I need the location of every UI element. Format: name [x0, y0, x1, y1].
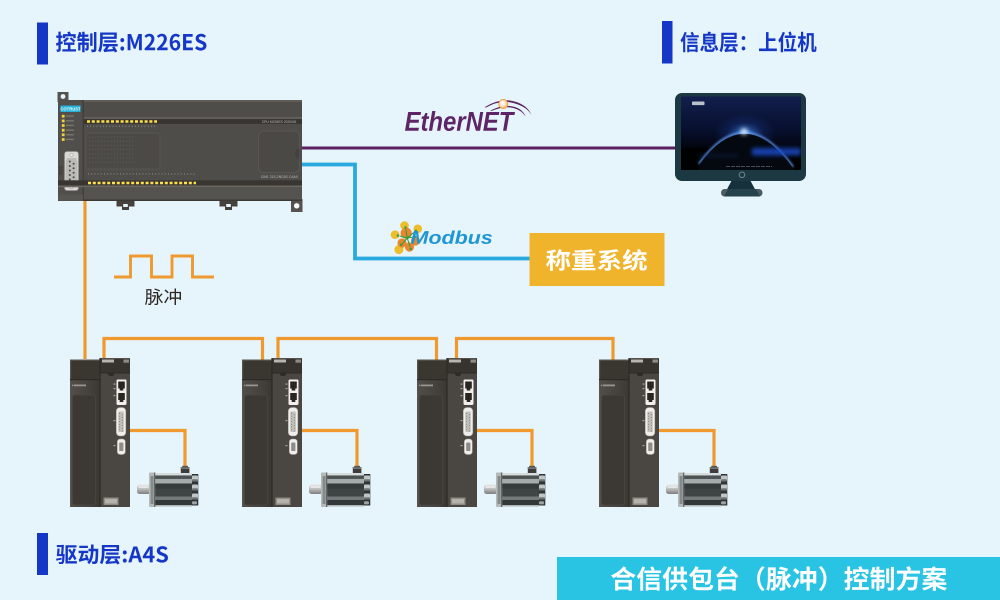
- svg-text:CIM1 21S-2ND3S CAAX: CIM1 21S-2ND3S CAAX: [261, 175, 299, 179]
- svg-text:COTRUST: COTRUST: [60, 107, 81, 112]
- svg-text:CPU M226ES 2020/08: CPU M226ES 2020/08: [262, 120, 296, 124]
